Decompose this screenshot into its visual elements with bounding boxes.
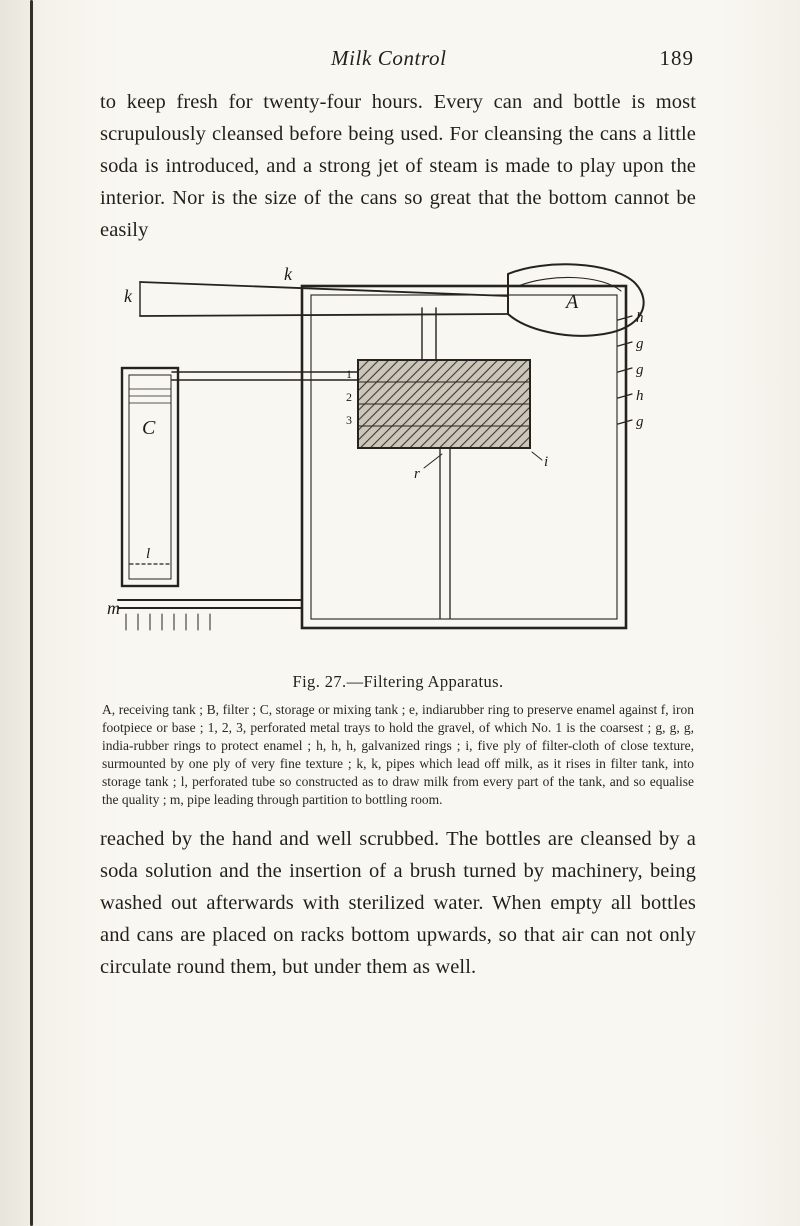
filter-tank-inner-wall [310, 294, 618, 620]
label-r: r [414, 466, 420, 482]
paragraph-bottom: reached by the hand and well scrubbed. T… [100, 828, 696, 978]
label-l: l [146, 546, 150, 562]
scan-gutter-shadow [30, 0, 33, 1226]
label-g-1: g [636, 336, 644, 352]
label-i: i [544, 454, 548, 470]
figure-legend: A, receiving tank ; B, filter ; C, stora… [102, 702, 694, 807]
figure-illustration: k k A C m l r i h g g h g [106, 256, 666, 668]
label-a: A [564, 291, 579, 313]
label-k-mid: k [284, 264, 293, 284]
r-leader-line [423, 453, 443, 469]
storage-tank-outline [120, 366, 180, 588]
page-header: Milk Control 189 [100, 46, 696, 82]
storage-tank-inner-wall [128, 374, 172, 580]
page-number: 189 [659, 46, 694, 70]
label-tray-2: 2 [346, 390, 352, 404]
i-leader-line [531, 451, 543, 461]
label-h-2: h [636, 388, 644, 404]
partition-hatching [125, 613, 211, 631]
label-tray-3: 3 [346, 413, 352, 427]
page-body: Milk Control 189 to keep fresh for twent… [100, 46, 696, 983]
inlet-trough-top [139, 281, 509, 297]
figure-caption: Fig. 27.—Filtering Apparatus. [292, 672, 504, 691]
label-g-3: g [636, 414, 644, 430]
label-tray-1: 1 [346, 367, 352, 381]
label-k-left: k [124, 286, 133, 306]
paragraph-top: to keep fresh for twenty-four hours. Eve… [100, 91, 696, 241]
filter-tank-outline [300, 284, 628, 630]
receiving-tank-outline [507, 263, 645, 337]
label-m: m [107, 598, 120, 618]
figure-27: k k A C m l r i h g g h g [100, 256, 696, 809]
receiving-tank-rim [517, 276, 622, 292]
label-c: C [142, 417, 156, 439]
inlet-trough-bottom [139, 313, 509, 317]
ring-label-ticks [617, 315, 633, 425]
running-head-title: Milk Control [331, 46, 447, 70]
label-g-2: g [636, 362, 644, 378]
label-h-1: h [636, 310, 644, 326]
filtering-apparatus-drawing: k k A C m l r i h g g h g [107, 263, 645, 631]
